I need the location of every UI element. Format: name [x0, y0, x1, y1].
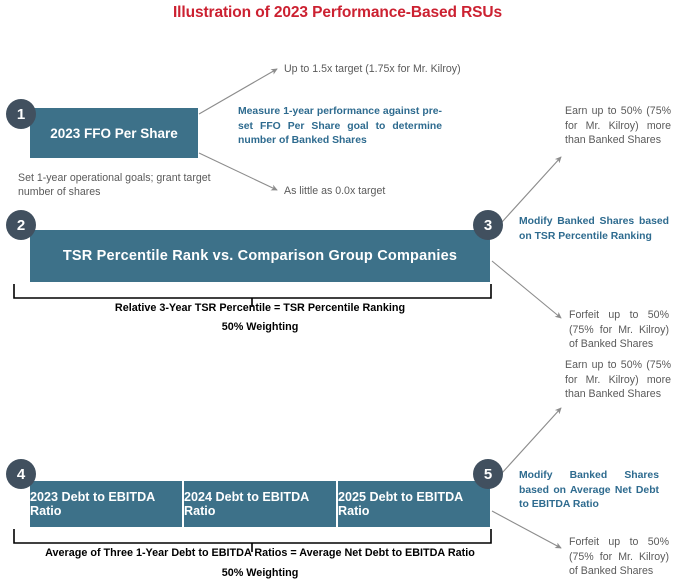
box-debt-2025[interactable]: 2025 Debt to EBITDA Ratio — [338, 481, 490, 527]
box-debt-2024[interactable]: 2024 Debt to EBITDA Ratio — [184, 481, 338, 527]
note-measure-performance: Measure 1-year performance against pre-s… — [238, 106, 442, 146]
step-badge-4: 4 — [6, 459, 36, 489]
arrow-tsr-to-forfeit — [491, 260, 562, 319]
step-badge-2-label: 2 — [16, 216, 26, 234]
note-modify-tsr: Modify Banked Shares based on TSR Percen… — [519, 216, 669, 242]
note-forfeit-debt: Forfeit up to 50% (75% for Mr. Kilroy) o… — [569, 536, 669, 577]
step-badge-5: 5 — [473, 459, 503, 489]
note-modify-debt: Modify Banked Shares based on Average Ne… — [519, 470, 659, 510]
step-badge-3-label: 3 — [483, 216, 493, 234]
step-badge-1: 1 — [6, 99, 36, 129]
step-badge-3: 3 — [473, 210, 503, 240]
note-earn-debt: Earn up to 50% (75% for Mr. Kilroy) more… — [565, 359, 671, 400]
arrow-debt-to-forfeit — [491, 510, 562, 549]
step-badge-2: 2 — [6, 210, 36, 240]
note-earn-tsr: Earn up to 50% (75% for Mr. Kilroy) more… — [565, 105, 671, 146]
box-debt-to-ebitda-group: 2023 Debt to EBITDA Ratio 2024 Debt to E… — [30, 481, 490, 527]
box-ffo-per-share[interactable]: 2023 FFO Per Share — [30, 108, 198, 158]
box-debt-2023-label: 2023 Debt to EBITDA Ratio — [30, 490, 155, 518]
note-upper-target: Up to 1.5x target (1.75x for Mr. Kilroy) — [284, 63, 461, 75]
note-forfeit-tsr: Forfeit up to 50% (75% for Mr. Kilroy) o… — [569, 309, 669, 350]
caption-debt-formula: Average of Three 1-Year Debt to EBITDA R… — [45, 547, 475, 559]
box-ffo-label: 2023 FFO Per Share — [50, 125, 178, 141]
step-badge-4-label: 4 — [16, 465, 26, 483]
page-title: Illustration of 2023 Performance-Based R… — [172, 4, 503, 21]
box-debt-2025-label: 2025 Debt to EBITDA Ratio — [338, 490, 463, 518]
caption-debt-weighting: 50% Weighting — [221, 567, 299, 579]
box-tsr-percentile-rank[interactable]: TSR Percentile Rank vs. Comparison Group… — [30, 230, 490, 282]
step-badge-1-label: 1 — [16, 105, 26, 123]
step-badge-5-label: 5 — [483, 465, 493, 483]
box-debt-2024-label: 2024 Debt to EBITDA Ratio — [184, 490, 309, 518]
note-lower-target: As little as 0.0x target — [284, 185, 386, 197]
box-debt-2023[interactable]: 2023 Debt to EBITDA Ratio — [30, 481, 184, 527]
caption-tsr-weighting: 50% Weighting — [221, 321, 299, 333]
box-tsr-label: TSR Percentile Rank vs. Comparison Group… — [62, 248, 458, 264]
caption-tsr-formula: Relative 3-Year TSR Percentile = TSR Per… — [114, 302, 406, 314]
note-operational-goals: Set 1-year operational goals; grant targ… — [18, 172, 211, 198]
